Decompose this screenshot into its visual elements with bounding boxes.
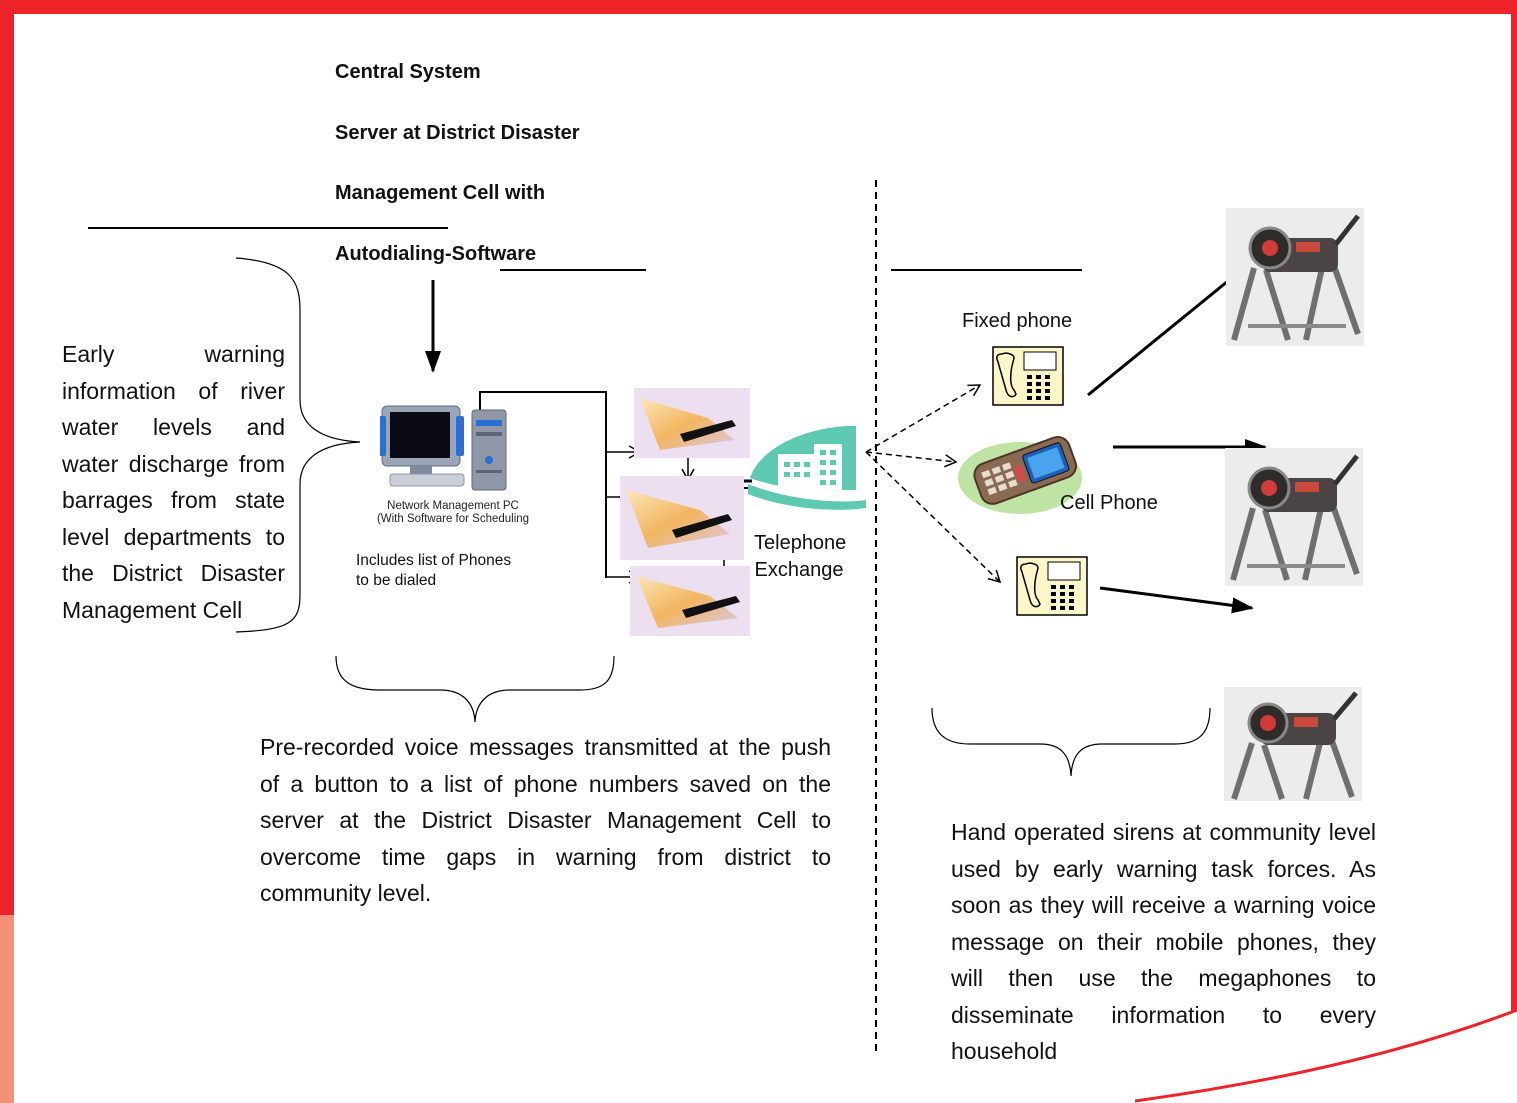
bottom-brace-right (931, 707, 1211, 777)
modem-icon-1 (634, 388, 750, 458)
frame-bottom-curve (1134, 1008, 1517, 1103)
siren-icon-2 (1225, 448, 1363, 586)
dashed-arrow-cell (865, 451, 958, 468)
arrow-to-siren-3 (1099, 586, 1254, 614)
frame-top-bar (0, 0, 1517, 14)
pc-caption-line-1: Network Management PC (387, 500, 519, 512)
phone-list-note-line-1: Includes list of Phones (356, 552, 512, 569)
frame-right-bar (1511, 0, 1517, 1012)
dashed-arrow-fixed (865, 384, 982, 453)
exchange-label-line-1: Telephone (754, 532, 847, 554)
central-system-line-4: Autodialing-Software (335, 243, 537, 265)
frame-left-bar-lower (0, 915, 14, 1103)
pc-caption-line-2: (With Software for Scheduling (376, 513, 530, 525)
siren-icon-3 (1224, 687, 1362, 801)
modem-group (620, 388, 750, 636)
dashed-arrow-fixed-2 (865, 451, 1002, 584)
cell-phone-label: Cell Phone (1060, 492, 1158, 514)
phone-list-note: Includes list of Phones to be dialed (356, 551, 511, 591)
left-brace (235, 257, 361, 633)
fixed-phone-label: Fixed phone (962, 310, 1073, 332)
fixed-phone-icon-2 (1016, 556, 1088, 616)
fixed-phone-icon (992, 346, 1064, 406)
frame-left-bar (0, 0, 14, 915)
siren-description: Hand operated sirens at community level … (951, 819, 1376, 1064)
phone-list-note-line-2: to be dialed (356, 572, 437, 589)
exchange-label-line-2: Exchange (754, 559, 844, 581)
central-system-line-3: Management Cell with (335, 182, 546, 204)
cell-phone-icon (958, 435, 1082, 514)
central-system-line-2: Server at District Disaster (335, 122, 580, 144)
modem-icon-3 (630, 566, 750, 636)
telephone-exchange-label: Telephone Exchange (754, 530, 847, 584)
pc-caption: Network Management PC (With Software for… (368, 500, 538, 526)
modem-icon-2 (620, 476, 744, 560)
bottom-brace-middle (335, 655, 615, 723)
computer-icon (380, 405, 507, 491)
left-description: Early warning information of river water… (62, 341, 285, 623)
voice-message-description: Pre-recorded voice messages transmitted … (260, 734, 831, 906)
siren-icon-1 (1226, 208, 1364, 346)
telephone-exchange-icon (748, 426, 866, 510)
central-system-title: Central System (335, 61, 481, 83)
